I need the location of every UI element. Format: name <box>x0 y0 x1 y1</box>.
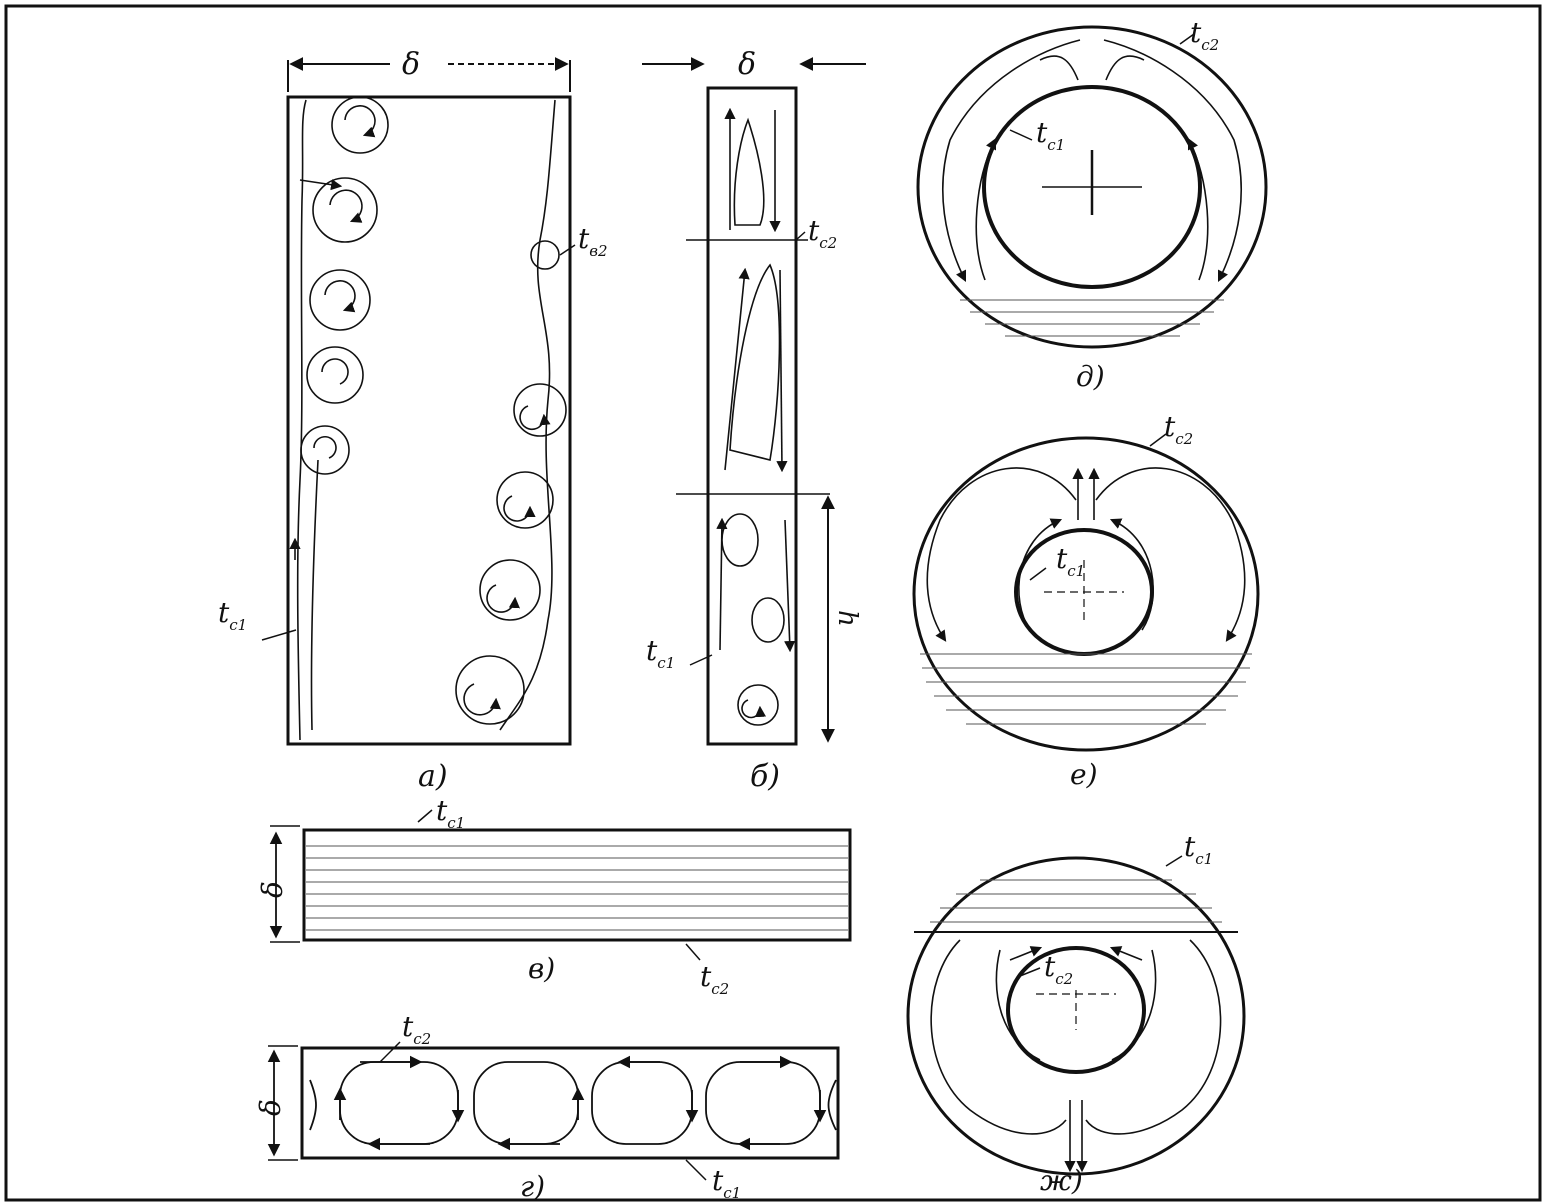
panel-g-tc1-label: tc1 <box>712 1164 741 1202</box>
panel-a-leader-tc1 <box>261 629 297 641</box>
panel-v-tc2-label: tc2 <box>700 960 729 998</box>
panel-v-dim-label: δ <box>256 881 289 898</box>
panel-a-rect <box>286 95 572 746</box>
panel-v-rect <box>302 828 852 942</box>
panel-g <box>267 1041 840 1181</box>
panel-b-tc1-label: tc1 <box>646 634 675 672</box>
panel-d-outer-circle <box>916 25 1268 349</box>
page-border <box>4 4 1542 1202</box>
panel-zh <box>906 855 1246 1176</box>
panel-e-stratified-lines <box>920 653 1252 725</box>
panel-a-right-vortices <box>455 99 567 731</box>
panel-d-inner-circle <box>982 85 1202 289</box>
panel-b-leader-tc2 <box>795 231 806 241</box>
panel-a-left-vortices <box>289 96 389 741</box>
panel-d-flow <box>942 39 1242 283</box>
panel-a-tc1-label: tc1 <box>218 596 247 634</box>
panel-zh-outer-circle <box>906 856 1246 1176</box>
panel-d-stratified-lines <box>960 299 1224 337</box>
panel-v <box>269 809 852 961</box>
panel-b-cells <box>716 107 796 726</box>
panel-d <box>916 25 1268 349</box>
panel-b-width-label: δ <box>738 47 756 82</box>
panel-g-tc2-label: tc2 <box>402 1010 431 1048</box>
panel-g-rect <box>300 1046 840 1160</box>
panel-e-outer-circle <box>912 436 1260 752</box>
panel-zh-tc2-label: tc2 <box>1044 950 1073 988</box>
panel-b-leader-tc1 <box>689 654 713 666</box>
panel-zh-flow <box>930 939 1222 1173</box>
panel-zh-inner-circle <box>1006 946 1146 1074</box>
panel-a-tb2-label: tв2 <box>578 222 608 260</box>
panel-v-tc1-label: tc1 <box>436 794 465 832</box>
panel-g-caption: г) <box>520 1170 545 1202</box>
panel-a <box>261 57 576 746</box>
panel-g-cells <box>309 1055 837 1151</box>
panel-zh-caption: ж) <box>1040 1164 1083 1197</box>
panel-b <box>642 57 866 746</box>
panel-e-tc1-label: tc1 <box>1056 542 1085 580</box>
panel-e <box>912 433 1260 752</box>
panel-zh-tc1-label: tc1 <box>1184 830 1213 868</box>
panel-b-tc2-label: tc2 <box>808 214 837 252</box>
panel-v-caption: в) <box>528 952 555 985</box>
panel-d-tc2-label: tc2 <box>1190 16 1219 54</box>
panel-zh-stratified-lines <box>930 879 1222 923</box>
panel-g-dim-label: δ <box>254 1099 287 1116</box>
panel-b-caption: б) <box>750 759 780 794</box>
panel-b-rect <box>706 86 798 746</box>
panel-v-stratified-lines <box>306 845 848 931</box>
panel-a-caption: а) <box>418 759 448 794</box>
panel-e-flow <box>926 467 1246 642</box>
panel-e-caption: е) <box>1070 758 1098 791</box>
panel-a-width-label: δ <box>402 47 420 82</box>
panel-a-leader-tb2 <box>559 244 576 256</box>
panel-d-caption: д) <box>1076 360 1105 393</box>
panel-b-h-label: h <box>832 610 862 627</box>
panel-d-tc1-label: tc1 <box>1036 116 1065 154</box>
panel-e-tc2-label: tc2 <box>1164 410 1193 448</box>
